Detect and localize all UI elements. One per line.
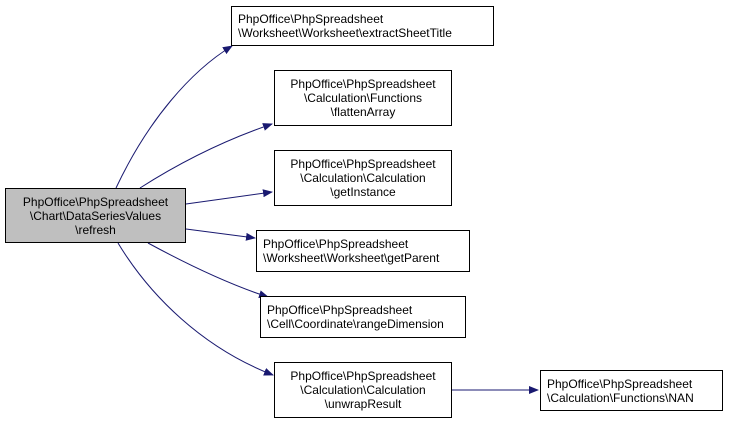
node-line: \flattenArray [330,105,396,119]
node-line: \Calculation\Calculation [300,171,426,185]
edge-refresh-to-rangedimension [147,242,269,299]
node-calculation-getinstance[interactable]: PhpOffice\PhpSpreadsheet \Calculation\Ca… [274,150,452,206]
node-functions-flattenarray[interactable]: PhpOffice\PhpSpreadsheet \Calculation\Fu… [274,70,452,126]
edge-refresh-to-getparent [185,228,256,241]
edge-refresh-to-getinstance [185,189,273,205]
node-line: \Worksheet\Worksheet\getParent [263,251,440,265]
node-calculation-unwrapresult[interactable]: PhpOffice\PhpSpreadsheet \Calculation\Ca… [274,362,452,418]
node-line: \refresh [75,222,116,237]
edge-refresh-to-extractsheettitle [115,45,233,189]
edge-refresh-to-flattenarray [139,123,273,189]
node-line: \unwrapResult [324,397,402,411]
node-line: \Calculation\Calculation [300,383,426,397]
node-worksheet-extractsheettitle[interactable]: PhpOffice\PhpSpreadsheet \Worksheet\Work… [231,6,494,46]
node-line: \Worksheet\Worksheet\extractSheetTitle [238,26,452,40]
node-line: PhpOffice\PhpSpreadsheet [22,194,169,209]
node-line: PhpOffice\PhpSpreadsheet [263,237,409,251]
node-line: \Calculation\Functions\NAN [547,390,694,405]
node-line: PhpOffice\PhpSpreadsheet [547,376,693,391]
node-line: PhpOffice\PhpSpreadsheet [290,157,436,171]
edge-refresh-to-unwrapresult [117,242,274,376]
node-functions-nan[interactable]: PhpOffice\PhpSpreadsheet \Calculation\Fu… [540,370,723,411]
node-line: \Chart\DataSeriesValues [29,208,162,223]
node-line: PhpOffice\PhpSpreadsheet [267,303,413,317]
node-coordinate-rangedimension[interactable]: PhpOffice\PhpSpreadsheet \Cell\Coordinat… [260,296,466,338]
node-line: \Cell\Coordinate\rangeDimension [267,317,444,331]
node-line: \Calculation\Functions [303,91,423,105]
node-dataseriesvalues-refresh: PhpOffice\PhpSpreadsheet \Chart\DataSeri… [5,188,186,243]
node-line: PhpOffice\PhpSpreadsheet [290,77,436,91]
node-worksheet-getparent[interactable]: PhpOffice\PhpSpreadsheet \Worksheet\Work… [256,230,470,272]
node-line: PhpOffice\PhpSpreadsheet [290,369,436,383]
node-line: \getInstance [330,185,396,199]
node-line: PhpOffice\PhpSpreadsheet [238,12,384,26]
